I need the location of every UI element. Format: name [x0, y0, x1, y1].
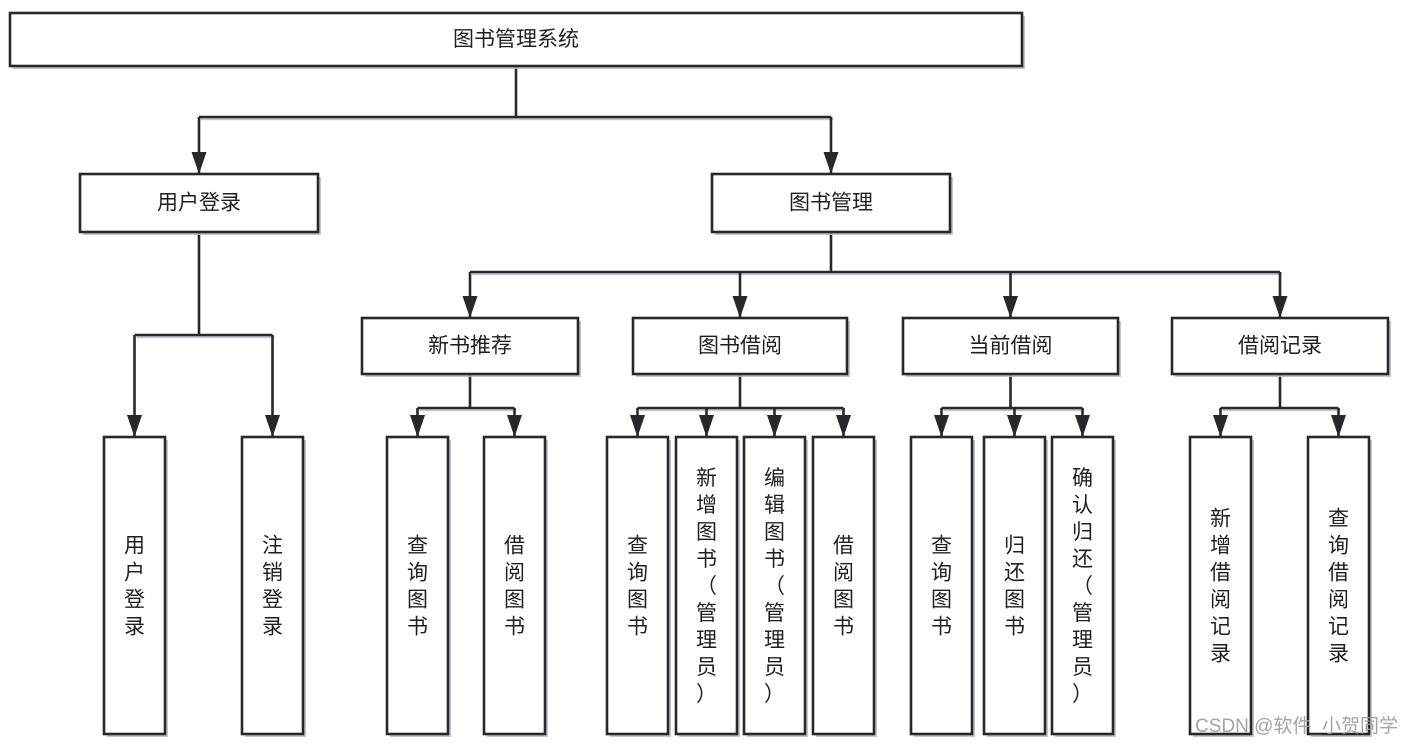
- node-newbook[interactable]: 新书推荐: [360, 316, 581, 377]
- node-label: 查询借阅记录: [1328, 508, 1349, 666]
- node-box[interactable]: [1170, 316, 1390, 376]
- connector-arrowhead: [732, 296, 748, 318]
- connector-arrowhead: [836, 415, 851, 437]
- node-leaf-rec-2[interactable]: 查询借阅记录: [1306, 435, 1372, 737]
- node-label: 查询图书: [407, 535, 428, 639]
- node-leaf-bor-3[interactable]: 编辑图书（管理员）: [742, 435, 808, 737]
- node-box[interactable]: [1050, 435, 1115, 736]
- csdn-watermark: CSDN @软件_小贺同学: [1195, 715, 1398, 737]
- node-label: 当前借阅: [969, 335, 1053, 358]
- node-box[interactable]: [909, 435, 974, 736]
- node-label: 新增借阅记录: [1210, 508, 1231, 666]
- node-leaf-rec-1[interactable]: 新增借阅记录: [1188, 435, 1254, 737]
- node-label: 用户登录: [124, 535, 145, 639]
- connector-arrowhead: [934, 415, 949, 437]
- node-label: 新增图书（管理员）: [696, 467, 717, 706]
- node-box[interactable]: [811, 435, 876, 736]
- node-box[interactable]: [385, 435, 450, 736]
- node-leaf-cur-1[interactable]: 查询图书: [909, 435, 975, 737]
- node-leaf-cur-3[interactable]: 确认归还（管理员）: [1050, 435, 1116, 737]
- connector-arrowhead: [507, 415, 522, 437]
- node-leaf-bor-1[interactable]: 查询图书: [605, 435, 671, 737]
- node-box[interactable]: [360, 316, 580, 376]
- node-box[interactable]: [901, 316, 1120, 376]
- connector-layer: [127, 66, 1346, 437]
- node-box[interactable]: [631, 316, 849, 376]
- connector-arrowhead: [191, 152, 207, 174]
- node-box[interactable]: [102, 435, 167, 736]
- node-current[interactable]: 当前借阅: [901, 316, 1121, 377]
- node-leaf-new-2[interactable]: 借阅图书: [482, 435, 548, 737]
- node-box[interactable]: [240, 435, 305, 736]
- node-label: 图书借阅: [698, 335, 782, 358]
- connector-arrowhead: [699, 415, 714, 437]
- node-record[interactable]: 借阅记录: [1170, 316, 1391, 377]
- node-leaf-new-1[interactable]: 查询图书: [385, 435, 451, 737]
- node-box[interactable]: [605, 435, 670, 736]
- node-layer: 图书管理系统用户登录图书管理新书推荐图书借阅当前借阅借阅记录用户登录注销登录查询…: [8, 11, 1391, 737]
- node-box[interactable]: [982, 435, 1047, 736]
- node-label: 编辑图书（管理员）: [764, 467, 785, 706]
- connector-arrowhead: [1331, 415, 1346, 437]
- node-leaf-cur-2[interactable]: 归还图书: [982, 435, 1048, 737]
- connector-arrowhead: [410, 415, 425, 437]
- node-leaf-login-1[interactable]: 用户登录: [102, 435, 168, 737]
- node-label: 借阅记录: [1238, 335, 1322, 358]
- node-label: 查询图书: [627, 535, 648, 639]
- connector-arrowhead: [630, 415, 645, 437]
- node-leaf-bor-4[interactable]: 借阅图书: [811, 435, 877, 737]
- node-box[interactable]: [742, 435, 807, 736]
- node-leaf-login-2[interactable]: 注销登录: [240, 435, 306, 737]
- node-label: 新书推荐: [428, 335, 512, 358]
- node-label: 借阅图书: [504, 535, 525, 639]
- node-box[interactable]: [1188, 435, 1253, 736]
- connector-arrowhead: [1213, 415, 1228, 437]
- node-box[interactable]: [674, 435, 739, 736]
- node-root[interactable]: 图书管理系统: [8, 11, 1025, 69]
- node-box[interactable]: [1306, 435, 1371, 736]
- node-leaf-bor-2[interactable]: 新增图书（管理员）: [674, 435, 740, 737]
- connector-arrowhead: [462, 296, 478, 318]
- node-box[interactable]: [78, 172, 320, 234]
- connector-arrowhead: [1007, 415, 1022, 437]
- node-label: 注销登录: [262, 535, 283, 639]
- node-bookmgmt[interactable]: 图书管理: [710, 172, 953, 235]
- node-box[interactable]: [482, 435, 547, 736]
- connector-arrowhead: [265, 415, 280, 437]
- connector-arrowhead: [767, 415, 782, 437]
- node-borrow[interactable]: 图书借阅: [631, 316, 850, 377]
- connector-arrowhead: [127, 415, 142, 437]
- connector-arrowhead: [1075, 415, 1090, 437]
- connector-arrowhead: [1003, 296, 1018, 318]
- connector-arrowhead: [823, 152, 839, 174]
- node-label: 确认归还（管理员）: [1072, 467, 1093, 706]
- node-label: 图书管理: [789, 192, 873, 215]
- node-label: 借阅图书: [833, 535, 854, 639]
- node-label: 图书管理系统: [453, 28, 579, 51]
- node-label: 归还图书: [1004, 535, 1025, 639]
- node-login[interactable]: 用户登录: [78, 172, 321, 235]
- node-label: 用户登录: [157, 192, 241, 215]
- connector-arrowhead: [1272, 296, 1288, 318]
- node-box[interactable]: [8, 11, 1024, 68]
- node-box[interactable]: [710, 172, 952, 234]
- node-label: 查询图书: [931, 535, 952, 639]
